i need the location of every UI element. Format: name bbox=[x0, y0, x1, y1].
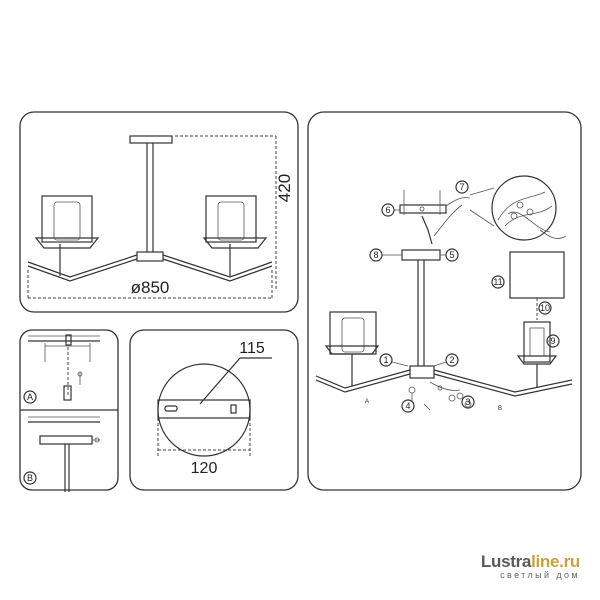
callout-4 bbox=[401, 399, 415, 413]
assembly-left-shade bbox=[324, 311, 380, 386]
brand-watermark: Lustraline.ru светлый дом bbox=[481, 552, 580, 580]
callout-6-label: 6 bbox=[385, 205, 390, 215]
callouts: 1 2 3 4 5 6 7 8 9 10 bbox=[369, 180, 560, 413]
callout-8-label: 8 bbox=[373, 250, 378, 260]
arm-label-a: A bbox=[365, 399, 369, 405]
plate-frame bbox=[129, 329, 299, 491]
arm-label-b: B bbox=[498, 406, 502, 412]
hub bbox=[409, 365, 435, 379]
right-shade bbox=[202, 195, 268, 276]
step-b-label: B bbox=[27, 473, 33, 483]
brand-logo-accent: line.ru bbox=[531, 552, 580, 571]
callout-1 bbox=[379, 353, 393, 367]
step-a-marker bbox=[23, 390, 37, 404]
mounting-bracket bbox=[399, 204, 447, 214]
callout-11-label: 11 bbox=[493, 277, 502, 287]
mounting-steps-panel: A B bbox=[19, 329, 119, 492]
plate-panel: 115 120 bbox=[129, 329, 299, 491]
callout-9-label: 9 bbox=[550, 336, 555, 346]
brand-logo-main: Lustra bbox=[480, 552, 532, 571]
callout-2-label: 2 bbox=[449, 355, 454, 365]
overview-panel: 420 ø850 bbox=[19, 111, 299, 313]
assembly-frame bbox=[307, 111, 582, 491]
diameter-dimension: ø850 bbox=[131, 278, 170, 297]
plate-bottom-dimension: 120 bbox=[191, 460, 218, 477]
left-shade bbox=[34, 195, 100, 276]
callout-1-label: 1 bbox=[383, 355, 388, 365]
callout-5-label: 5 bbox=[449, 250, 454, 260]
lamp-holder bbox=[523, 321, 551, 363]
step-a-label: A bbox=[27, 392, 33, 402]
step-b-marker bbox=[23, 471, 37, 485]
callout-7-label: 7 bbox=[459, 182, 464, 192]
callout-11 bbox=[491, 275, 505, 289]
callout-10 bbox=[538, 301, 552, 315]
assembly-panel: A B 1 2 bbox=[307, 111, 582, 491]
callout-3 bbox=[461, 395, 475, 409]
brand-logo: Lustraline.ru bbox=[481, 552, 580, 572]
glass-shade bbox=[509, 251, 565, 299]
callout-7 bbox=[455, 180, 469, 194]
callout-3-label: 3 bbox=[465, 397, 470, 407]
brand-tagline: светлый дом bbox=[500, 570, 580, 580]
height-dimension: 420 bbox=[275, 174, 294, 202]
callout-10-label: 10 bbox=[540, 303, 550, 313]
callout-2 bbox=[445, 353, 459, 367]
plate-top-dimension: 115 bbox=[239, 340, 265, 357]
overview-frame bbox=[19, 111, 299, 313]
central-hub bbox=[136, 251, 164, 262]
callout-4-label: 4 bbox=[405, 401, 410, 411]
decorative-cup bbox=[401, 249, 441, 261]
canopy bbox=[129, 135, 173, 144]
wiring-detail bbox=[491, 175, 557, 241]
